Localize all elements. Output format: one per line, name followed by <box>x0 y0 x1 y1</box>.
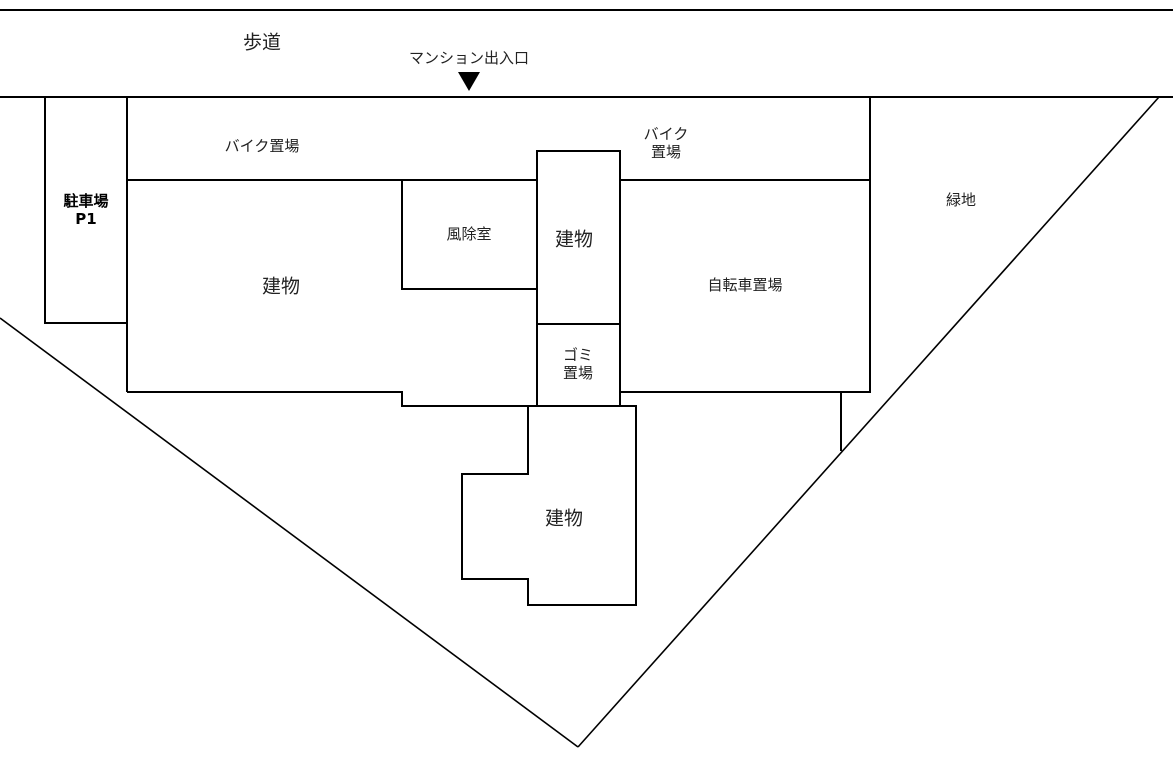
label-sidewalk: 歩道 <box>242 31 282 54</box>
label-windbreak-room: 風除室 <box>446 225 492 243</box>
windbreak-room-outline <box>401 180 537 290</box>
label-building-main: 建物 <box>261 275 301 298</box>
building-south-outline <box>461 405 637 606</box>
label-building-south: 建物 <box>544 507 584 530</box>
label-bike-parking-left: バイク置場 <box>224 137 300 155</box>
label-parking-p1: 駐車場 P1 <box>63 192 109 228</box>
bicycle-parking-outline <box>620 97 871 393</box>
entrance-arrow-icon <box>458 72 480 91</box>
label-building-center: 建物 <box>554 228 594 251</box>
label-bike-parking-right: バイク 置場 <box>643 125 689 161</box>
parking-p1-outline <box>44 97 127 324</box>
lot-edge-right <box>577 96 1160 748</box>
label-entrance: マンション出入口 <box>408 49 530 67</box>
label-bicycle-parking: 自転車置場 <box>707 276 783 294</box>
label-garbage: ゴミ 置場 <box>562 346 594 382</box>
lot-edge-left <box>0 317 579 748</box>
building-main-bottom-wall <box>127 391 537 407</box>
label-green-area: 緑地 <box>945 191 977 209</box>
